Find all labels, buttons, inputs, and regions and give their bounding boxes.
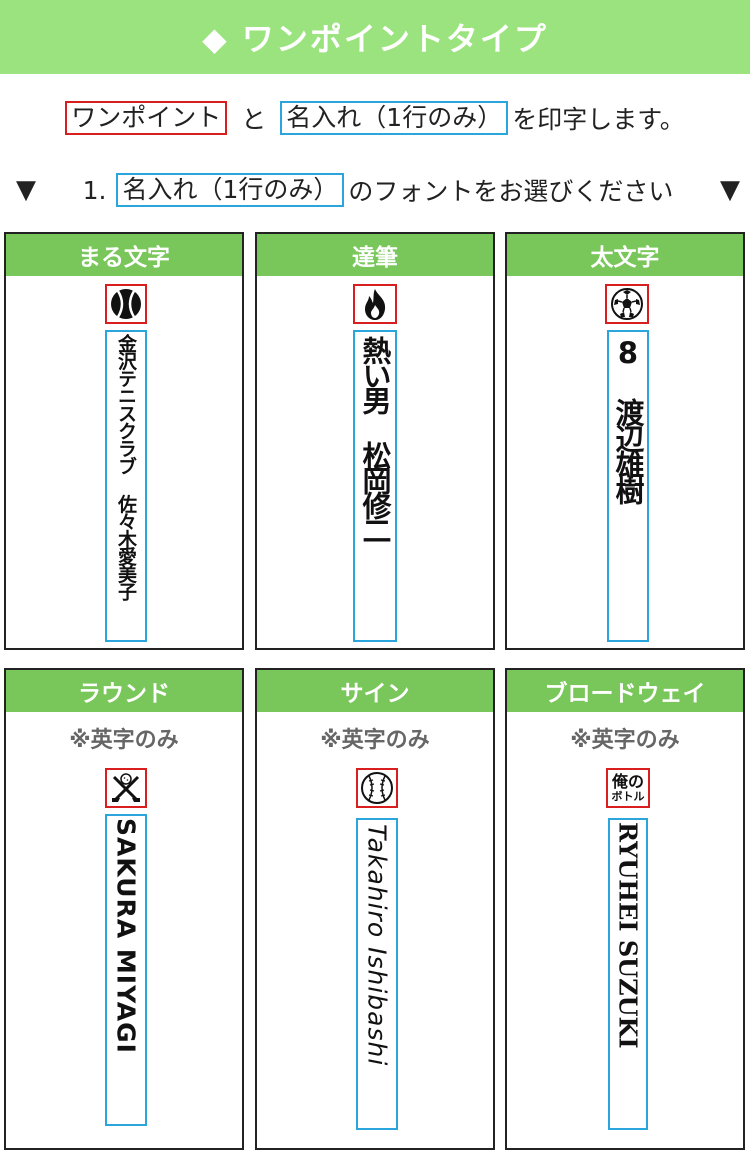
- logo-line-2: ボトル: [611, 790, 645, 803]
- instruction-text: のフォントをお選びください: [348, 177, 674, 206]
- sample-box: SAKURA MIYAGI: [105, 814, 147, 1126]
- card-title: サイン: [257, 670, 493, 712]
- intro-suffix: を印字します。: [512, 105, 685, 134]
- sample-text: 8 渡辺雄樹: [611, 336, 645, 502]
- sample-text: RYUHEI SUZUKI: [613, 822, 643, 1049]
- sample-box: 金沢テニスクラブ 佐々木愛美子: [105, 330, 147, 642]
- english-only-note: ※英字のみ: [320, 728, 430, 753]
- tennis-ball-icon: [105, 284, 147, 324]
- flame-icon: [353, 284, 397, 324]
- baseball-icon: [356, 768, 398, 808]
- intro-and: と: [241, 105, 267, 134]
- english-only-note: ※英字のみ: [570, 728, 680, 753]
- font-option-broadway[interactable]: ブロードウェイ ※英字のみ 俺の ボトル RYUHEI SUZUKI: [505, 668, 745, 1150]
- name-label: 名入れ（1行のみ）: [280, 101, 509, 135]
- sample-text: Takahiro Ishibashi: [362, 824, 392, 1067]
- golf-icon: [105, 768, 147, 808]
- font-instruction: ▼ 1. 名入れ（1行のみ） のフォントをお選びください ▼: [16, 170, 740, 210]
- font-option-maru[interactable]: まる文字 金沢テニスクラブ 佐々木愛美子: [4, 232, 244, 650]
- card-title: ラウンド: [6, 670, 242, 712]
- card-title: ブロードウェイ: [507, 670, 743, 712]
- right-triangle-icon: ▼: [719, 175, 740, 205]
- page-header: ◆ ワンポイントタイプ: [0, 0, 750, 74]
- sample-box: 8 渡辺雄樹: [607, 330, 649, 642]
- intro-line: ワンポイント と 名入れ（1行のみ） を印字します。: [0, 100, 750, 136]
- sample-box: RYUHEI SUZUKI: [608, 818, 648, 1130]
- header-title: ◆ ワンポイントタイプ: [202, 20, 548, 58]
- english-only-note: ※英字のみ: [69, 728, 179, 753]
- soccer-ball-icon: [605, 284, 649, 324]
- font-option-sign[interactable]: サイン ※英字のみ Takahiro Ishibashi: [255, 668, 495, 1150]
- sample-box: Takahiro Ishibashi: [356, 818, 398, 1130]
- ore-no-bottle-logo: 俺の ボトル: [606, 768, 650, 808]
- sample-box: 熱い男 松岡修二: [353, 330, 397, 642]
- onepoint-label: ワンポイント: [65, 101, 228, 135]
- instruction-name-label: 名入れ（1行のみ）: [116, 173, 345, 207]
- sample-text: SAKURA MIYAGI: [111, 818, 141, 1054]
- left-triangle-icon: ▼: [16, 175, 36, 205]
- card-title: 達筆: [257, 234, 493, 276]
- sample-text: 金沢テニスクラブ 佐々木愛美子: [115, 334, 137, 600]
- font-option-tappitsu[interactable]: 達筆 熱い男 松岡修二: [255, 232, 495, 650]
- card-title: 太文字: [507, 234, 743, 276]
- font-option-round[interactable]: ラウンド ※英字のみ SAKURA MIYAGI: [4, 668, 244, 1150]
- font-option-futomoji[interactable]: 太文字 8 渡辺雄樹: [505, 232, 745, 650]
- sample-text: 熱い男 松岡修二: [358, 336, 392, 541]
- logo-line-1: 俺の: [611, 772, 644, 791]
- step-number: 1.: [82, 175, 107, 205]
- card-title: まる文字: [6, 234, 242, 276]
